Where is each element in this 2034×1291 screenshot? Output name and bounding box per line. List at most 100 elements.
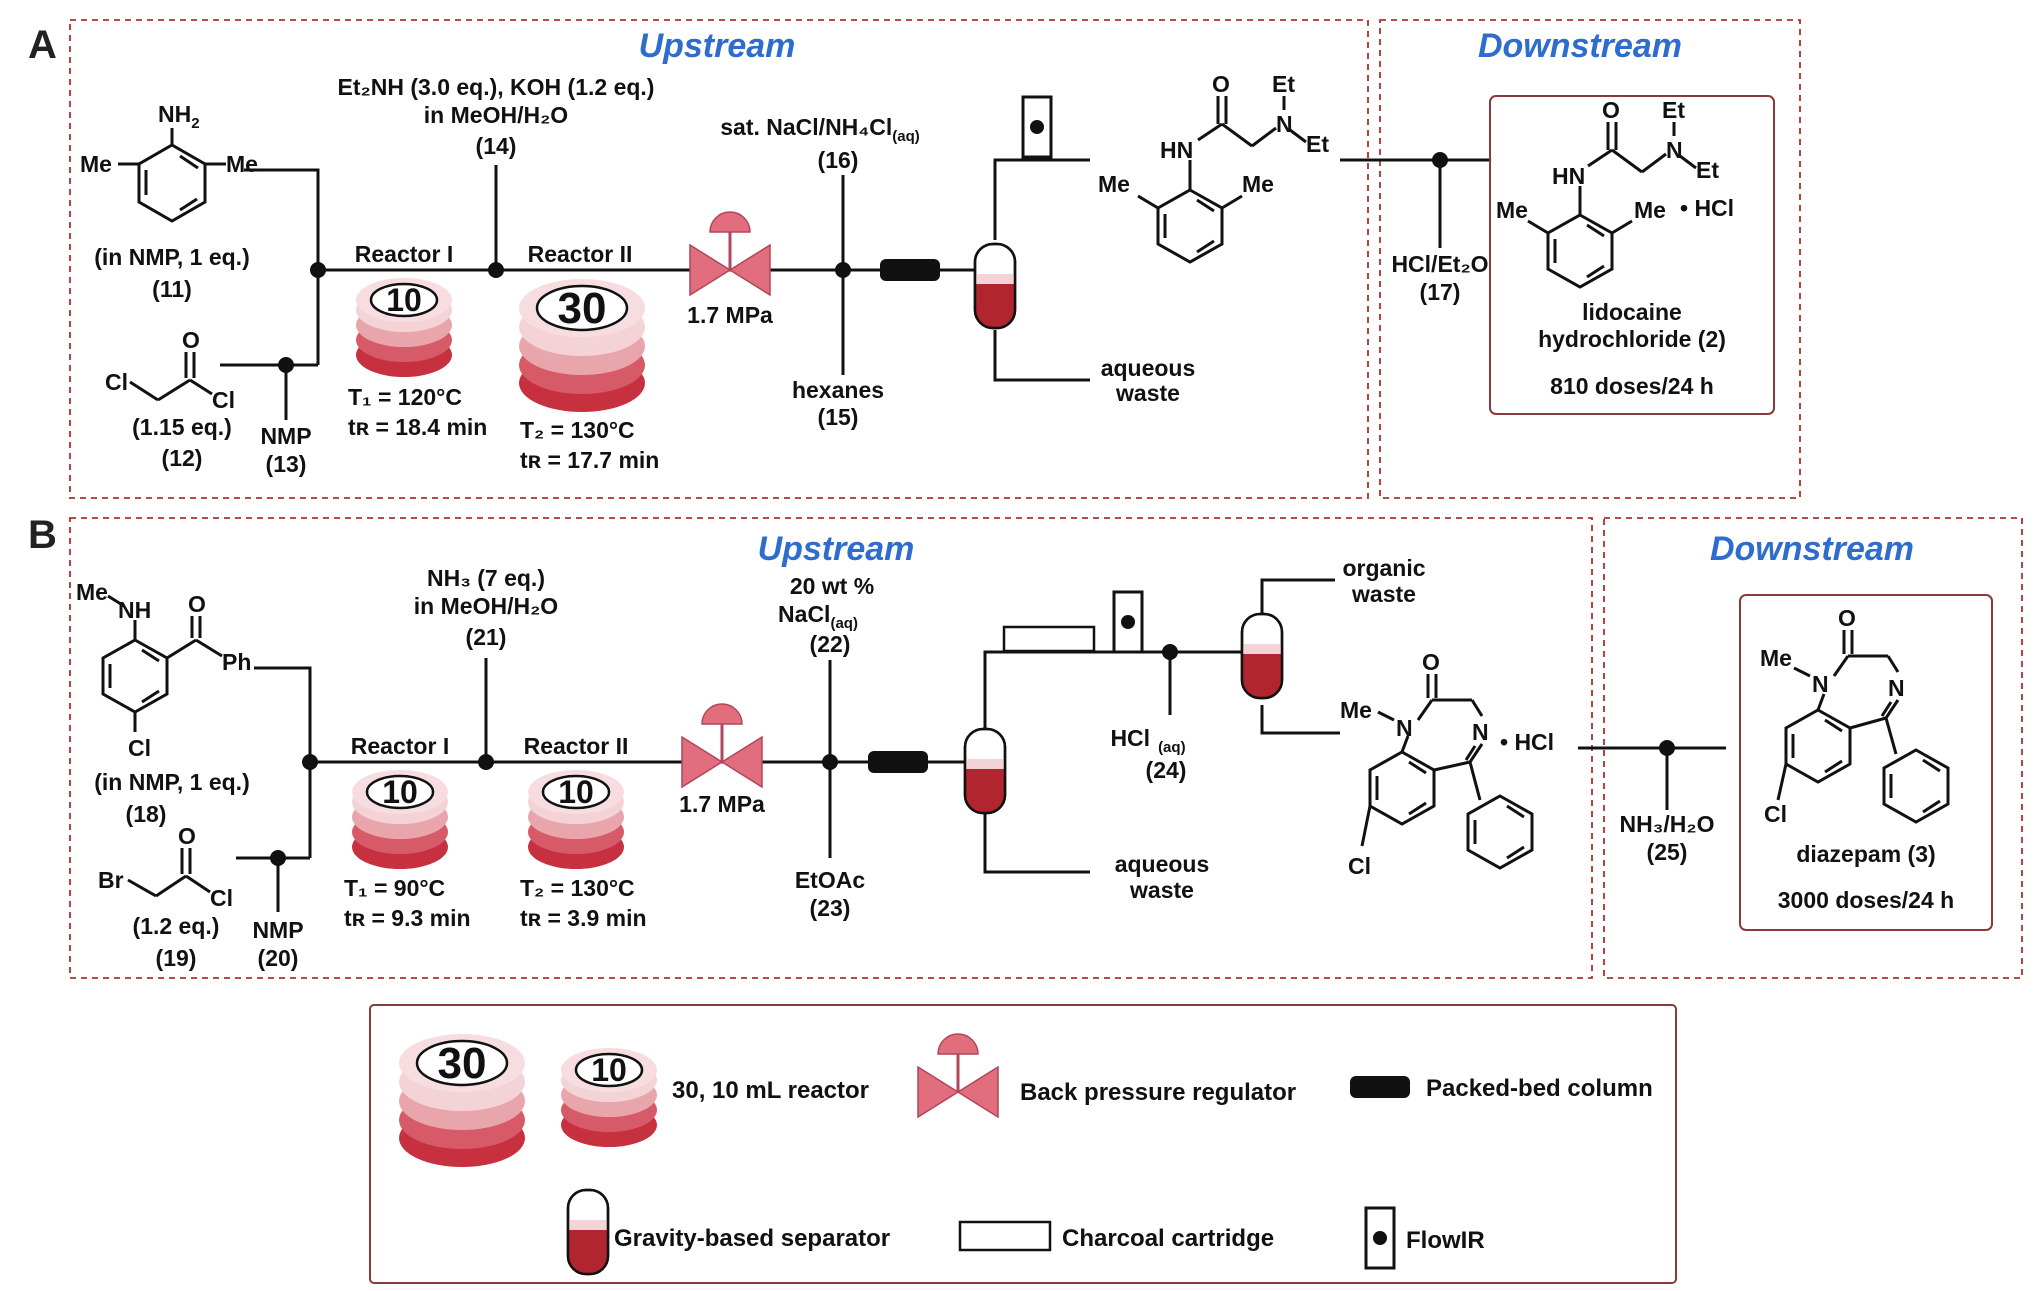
reagent-18-o: O: [188, 591, 206, 617]
legend-reactor-text: 30, 10 mL reactor: [672, 1077, 869, 1104]
product-b-name: diazepam (3): [1796, 841, 1935, 867]
reagent-12-number: (12): [162, 445, 203, 471]
intermediate-a-me2: Me: [1242, 171, 1274, 197]
panel-b-gravity-separator-2: [1240, 612, 1284, 700]
panel-a-aqueous-waste-line1: aqueous: [1101, 355, 1196, 381]
legend-charcoal-text: Charcoal cartridge: [1062, 1225, 1274, 1252]
intermediate-b-n2: N: [1472, 719, 1489, 745]
legend-flowir-text: FlowIR: [1406, 1227, 1485, 1254]
panel-b-downstream-title: Downstream: [1710, 530, 1914, 568]
intermediate-a-hn: HN: [1160, 137, 1193, 163]
intermediate-b-o: O: [1422, 649, 1440, 675]
product-a-name-line2: hydrochloride (2): [1538, 326, 1726, 352]
panel-b-junctions: [270, 644, 1675, 866]
product-b-me: Me: [1760, 645, 1792, 671]
reagent-18-structure: Me NH O Ph Cl: [76, 579, 251, 761]
reagent-25-number: (25): [1647, 839, 1688, 865]
panel-a-reactor-2-volume: 30: [558, 284, 607, 333]
product-b-o: O: [1838, 605, 1856, 631]
panel-a-reactor-1-time: tʀ = 18.4 min: [348, 414, 487, 440]
panel-b-bpr-pressure: 1.7 MPa: [679, 791, 765, 817]
reagent-19-eq: (1.2 eq.): [133, 913, 220, 939]
reagent-12-o: O: [182, 327, 200, 353]
reagent-18-number: (18): [126, 801, 167, 827]
panel-a-reactor-2-time: tʀ = 17.7 min: [520, 447, 659, 473]
panel-a-upstream-border: [69, 19, 1369, 499]
panel-b-reactor-2: 10: [526, 768, 626, 871]
panel-a-downstream-border: [1379, 19, 1801, 499]
reagent-12-cl2: Cl: [212, 387, 235, 413]
reagent-12-structure: Cl O Cl: [105, 327, 235, 413]
panel-b-charcoal-cartridge: [1002, 625, 1096, 653]
reagent-16-line1: sat. NaCl/NH₄Cl(aq): [720, 114, 920, 145]
panel-b-flowir: [1112, 590, 1144, 654]
panel-a-reactor-2-title: Reactor II: [528, 241, 633, 267]
reagent-19-structure: Br O Cl: [98, 823, 233, 911]
product-a-me1: Me: [1496, 197, 1528, 223]
product-b-box: [1739, 594, 1993, 931]
product-b-n1: N: [1812, 671, 1829, 697]
product-a-box: [1489, 95, 1775, 415]
nmp-20-label: NMP: [252, 917, 303, 943]
panel-b-reactor-2-time: tʀ = 3.9 min: [520, 905, 647, 931]
panel-b-aqueous-waste-line2: waste: [1129, 877, 1194, 903]
panel-a-reactor-1-title: Reactor I: [355, 241, 453, 267]
intermediate-b-me: Me: [1340, 697, 1372, 723]
reagent-22-number: (22): [810, 631, 851, 657]
product-b-structure: O Me N N Cl: [1760, 605, 1950, 827]
panel-a-reactor-1-volume: 10: [386, 282, 422, 318]
product-a-salt: • HCl: [1680, 195, 1734, 221]
panel-b-reactor-2-volume: 10: [558, 774, 594, 810]
reagent-21-line1: NH₃ (7 eq.): [427, 565, 545, 591]
panel-a-packed-bed-column: [880, 259, 940, 281]
intermediate-a-et2: Et: [1306, 131, 1329, 157]
legend-flowir-icon: [1364, 1206, 1396, 1270]
legend-column-icon: [1350, 1076, 1410, 1098]
nmp-20-number: (20): [258, 945, 299, 971]
legend-separator-text: Gravity-based separator: [614, 1225, 890, 1252]
reagent-17-label: HCl/Et₂O: [1391, 251, 1488, 277]
legend-column-text: Packed-bed column: [1426, 1075, 1653, 1102]
reagent-11-nh2: NH2: [158, 101, 200, 132]
legend-reactor-10-icon: 10: [559, 1046, 659, 1149]
reagent-11-me-left: Me: [80, 151, 112, 177]
intermediate-b-n1: N: [1396, 715, 1413, 741]
reagent-22-line1: 20 wt %: [790, 573, 874, 599]
reagent-12-eq: (1.15 eq.): [132, 414, 232, 440]
legend-reactor-10-label: 10: [591, 1052, 627, 1088]
reagent-18-ph: Ph: [222, 649, 251, 675]
intermediate-a-o: O: [1212, 71, 1230, 97]
reagent-19-number: (19): [156, 945, 197, 971]
reagent-11-conditions: (in NMP, 1 eq.): [94, 244, 250, 270]
product-b-cl: Cl: [1764, 801, 1787, 827]
reagent-11-number: (11): [152, 276, 192, 302]
product-a-et2: Et: [1696, 157, 1719, 183]
reagent-14-line2: in MeOH/H₂O: [424, 102, 568, 128]
panel-b-back-pressure-regulator: [680, 702, 764, 789]
reagent-15-number: (15): [818, 404, 859, 430]
panel-b-reactor-2-temp: T₂ = 130°C: [520, 875, 635, 901]
product-b-doses: 3000 doses/24 h: [1778, 887, 1954, 913]
reagent-25-label: NH₃/H₂O: [1620, 811, 1715, 837]
legend-charcoal-icon: [958, 1220, 1052, 1252]
panel-b-downstream-border: [1603, 517, 2023, 979]
reagent-23-label: EtOAc: [795, 867, 866, 893]
panel-b-reactor-1-title: Reactor I: [351, 733, 449, 759]
product-a-et1: Et: [1662, 97, 1685, 123]
panel-a-junctions: [278, 152, 1448, 373]
panel-a-gravity-separator: [973, 242, 1017, 330]
reagent-18-nh: NH: [118, 597, 151, 623]
reagent-11-structure: NH2 Me Me: [80, 101, 258, 223]
panel-a-aqueous-waste-line2: waste: [1115, 380, 1180, 406]
reagent-21-line2: in MeOH/H₂O: [414, 593, 558, 619]
panel-a-reactor-1: 10: [354, 276, 454, 379]
reagent-16-number: (16): [818, 147, 859, 173]
product-a-n: N: [1666, 137, 1683, 163]
reagent-19-cl: Cl: [210, 885, 233, 911]
reagent-18-me: Me: [76, 579, 108, 605]
intermediate-a-n: N: [1276, 111, 1293, 137]
panel-b-organic-waste-line2: waste: [1351, 581, 1416, 607]
panel-b-reactor-1-time: tʀ = 9.3 min: [344, 905, 471, 931]
product-b-n2: N: [1888, 675, 1905, 701]
